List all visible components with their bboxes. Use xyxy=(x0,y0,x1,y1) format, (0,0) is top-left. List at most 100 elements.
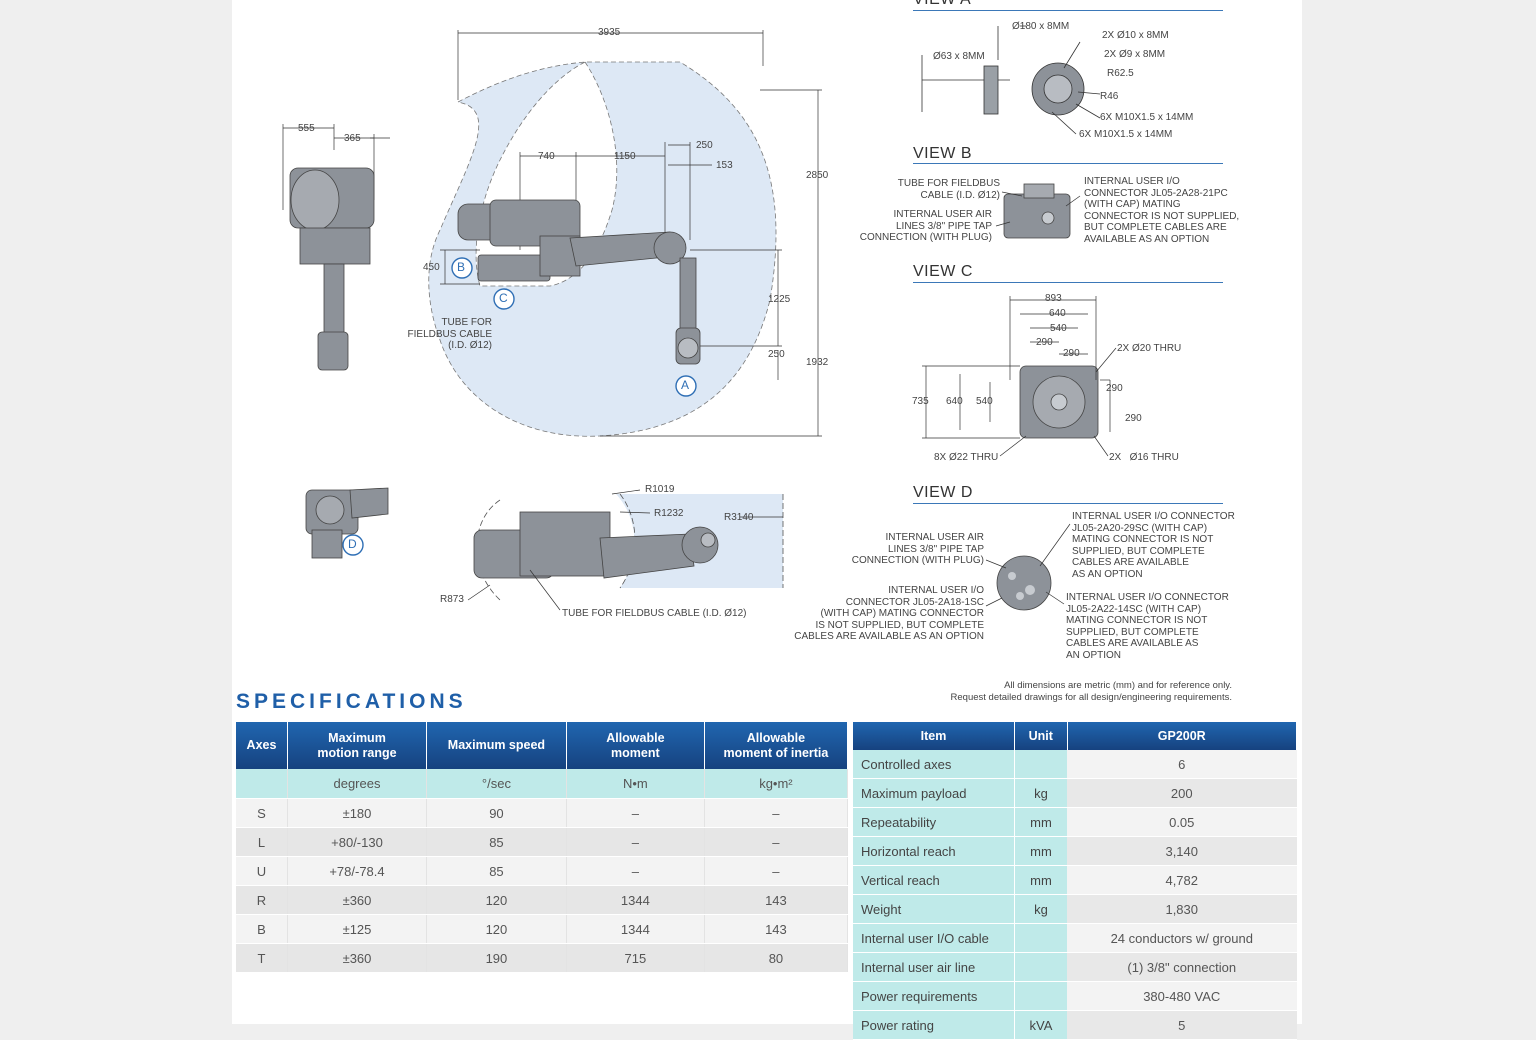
item-unit xyxy=(1014,952,1067,982)
dim-250-bottom: 250 xyxy=(768,349,785,360)
item-value: (1) 3/8" connection xyxy=(1067,952,1297,982)
item-value: 6 xyxy=(1067,750,1297,779)
dim-r873: R873 xyxy=(440,594,464,605)
table-cell: ±180 xyxy=(287,798,427,828)
table-cell: 120 xyxy=(426,885,567,915)
unit-cell: °/sec xyxy=(426,769,567,799)
table-cell: ±360 xyxy=(287,943,427,973)
item-unit: mm xyxy=(1014,807,1067,837)
view-c-893: 893 xyxy=(1045,293,1062,304)
dim-2850: 2850 xyxy=(806,170,829,181)
item-unit: kVA xyxy=(1014,1010,1067,1040)
table-cell: ±360 xyxy=(287,885,427,915)
view-b-tube-label: TUBE FOR FIELDBUS CABLE (I.D. Ø12) xyxy=(897,178,1000,201)
table-cell: 1344 xyxy=(566,914,705,944)
col-header-unit: Unit xyxy=(1014,722,1068,750)
item-name: Power requirements xyxy=(853,981,1015,1011)
table-cell: B xyxy=(236,914,288,944)
unit-cell: degrees xyxy=(287,769,427,799)
view-c-thru22: 8X Ø22 THRU xyxy=(934,452,999,463)
item-name: Internal user air line xyxy=(853,952,1015,982)
col-header-model: GP200R xyxy=(1067,722,1297,750)
item-name: Internal user I/O cable xyxy=(853,923,1015,953)
table-cell: U xyxy=(236,856,288,886)
view-b-io-label: INTERNAL USER I/O CONNECTOR JL05-2A28-21… xyxy=(1084,176,1240,245)
col-header-item: Item xyxy=(853,722,1015,750)
view-d-io18-label: INTERNAL USER I/O CONNECTOR JL05-2A18-1S… xyxy=(794,585,984,642)
dim-r1232: R1232 xyxy=(654,508,684,519)
unit-cell xyxy=(236,769,288,799)
item-name: Weight xyxy=(853,894,1015,924)
dim-365: 365 xyxy=(344,133,361,144)
callout-a: A xyxy=(681,378,690,392)
dim-740: 740 xyxy=(538,151,555,162)
view-d-io20-label: INTERNAL USER I/O CONNECTOR JL05-2A20-29… xyxy=(1072,511,1235,580)
view-b-air-label: INTERNAL USER AIR LINES 3/8" PIPE TAP CO… xyxy=(859,209,992,243)
view-b-title: VIEW B xyxy=(913,145,973,162)
table-cell: S xyxy=(236,798,288,828)
units-row: degrees °/sec N•m kg•m² xyxy=(236,769,849,799)
view-a-rule xyxy=(913,10,1223,11)
dim-r3140: R3140 xyxy=(724,512,754,523)
dim-3935: 3935 xyxy=(598,27,621,38)
item-value: 5 xyxy=(1067,1010,1297,1040)
dim-555: 555 xyxy=(298,123,315,134)
view-c-thru20: 2X Ø20 THRU xyxy=(1117,343,1182,354)
view-b-rule xyxy=(913,163,1223,164)
table-cell: +80/-130 xyxy=(287,827,427,857)
table-cell: 90 xyxy=(426,798,567,828)
item-unit: mm xyxy=(1014,865,1067,895)
table-row: Internal user air line (1) 3/8" connectio… xyxy=(853,952,1297,982)
item-unit xyxy=(1014,923,1067,953)
table-cell: 85 xyxy=(426,827,567,857)
table-cell: T xyxy=(236,943,288,973)
table-cell: – xyxy=(566,827,705,857)
callout-c: C xyxy=(499,291,508,305)
view-c-290-c: 290 xyxy=(1106,383,1123,394)
table-cell: 80 xyxy=(704,943,849,973)
table-cell: 143 xyxy=(704,885,849,915)
table-cell: 120 xyxy=(426,914,567,944)
view-c-thru16: 2X Ø16 THRU xyxy=(1109,452,1179,463)
item-unit: kg xyxy=(1014,894,1067,924)
table-cell: – xyxy=(704,827,849,857)
table-cell: – xyxy=(704,856,849,886)
view-a-d180: Ø180 x 8MM xyxy=(1012,21,1070,32)
view-a-d10: 2X Ø10 x 8MM xyxy=(1102,30,1169,41)
view-c-640: 640 xyxy=(1049,308,1066,319)
tube-label-top: TUBE FOR FIELDBUS CABLE (I.D. Ø12) xyxy=(562,608,747,619)
dim-1150: 1150 xyxy=(614,151,636,162)
view-a-d63: Ø63 x 8MM xyxy=(933,51,985,62)
table-cell: 85 xyxy=(426,856,567,886)
view-c-290-b: 290 xyxy=(1063,348,1080,359)
specifications-heading: SPECIFICATIONS xyxy=(236,690,467,713)
item-name: Horizontal reach xyxy=(853,836,1015,866)
table-cell: – xyxy=(566,856,705,886)
item-unit: mm xyxy=(1014,836,1067,866)
dim-153: 153 xyxy=(716,160,733,171)
dim-r1019: R1019 xyxy=(645,484,675,495)
view-c-title: VIEW C xyxy=(913,263,973,280)
view-d-io22-label: INTERNAL USER I/O CONNECTOR JL05-2A22-14… xyxy=(1066,592,1229,661)
item-name: Repeatability xyxy=(853,807,1015,837)
view-d-rule xyxy=(913,503,1223,504)
view-d-title: VIEW D xyxy=(913,484,973,501)
view-a-d9: 2X Ø9 x 8MM xyxy=(1104,49,1166,60)
view-c-540-v: 540 xyxy=(976,396,993,407)
dimension-note: All dimensions are metric (mm) and for r… xyxy=(950,680,1232,703)
item-value: 3,140 xyxy=(1067,836,1297,866)
item-unit xyxy=(1014,981,1067,1011)
unit-cell: kg•m² xyxy=(704,769,849,799)
view-a-r62: R62.5 xyxy=(1107,68,1134,79)
view-a-title: VIEW A xyxy=(913,0,971,9)
col-header-motion-range: Maximum motion range xyxy=(287,722,427,769)
